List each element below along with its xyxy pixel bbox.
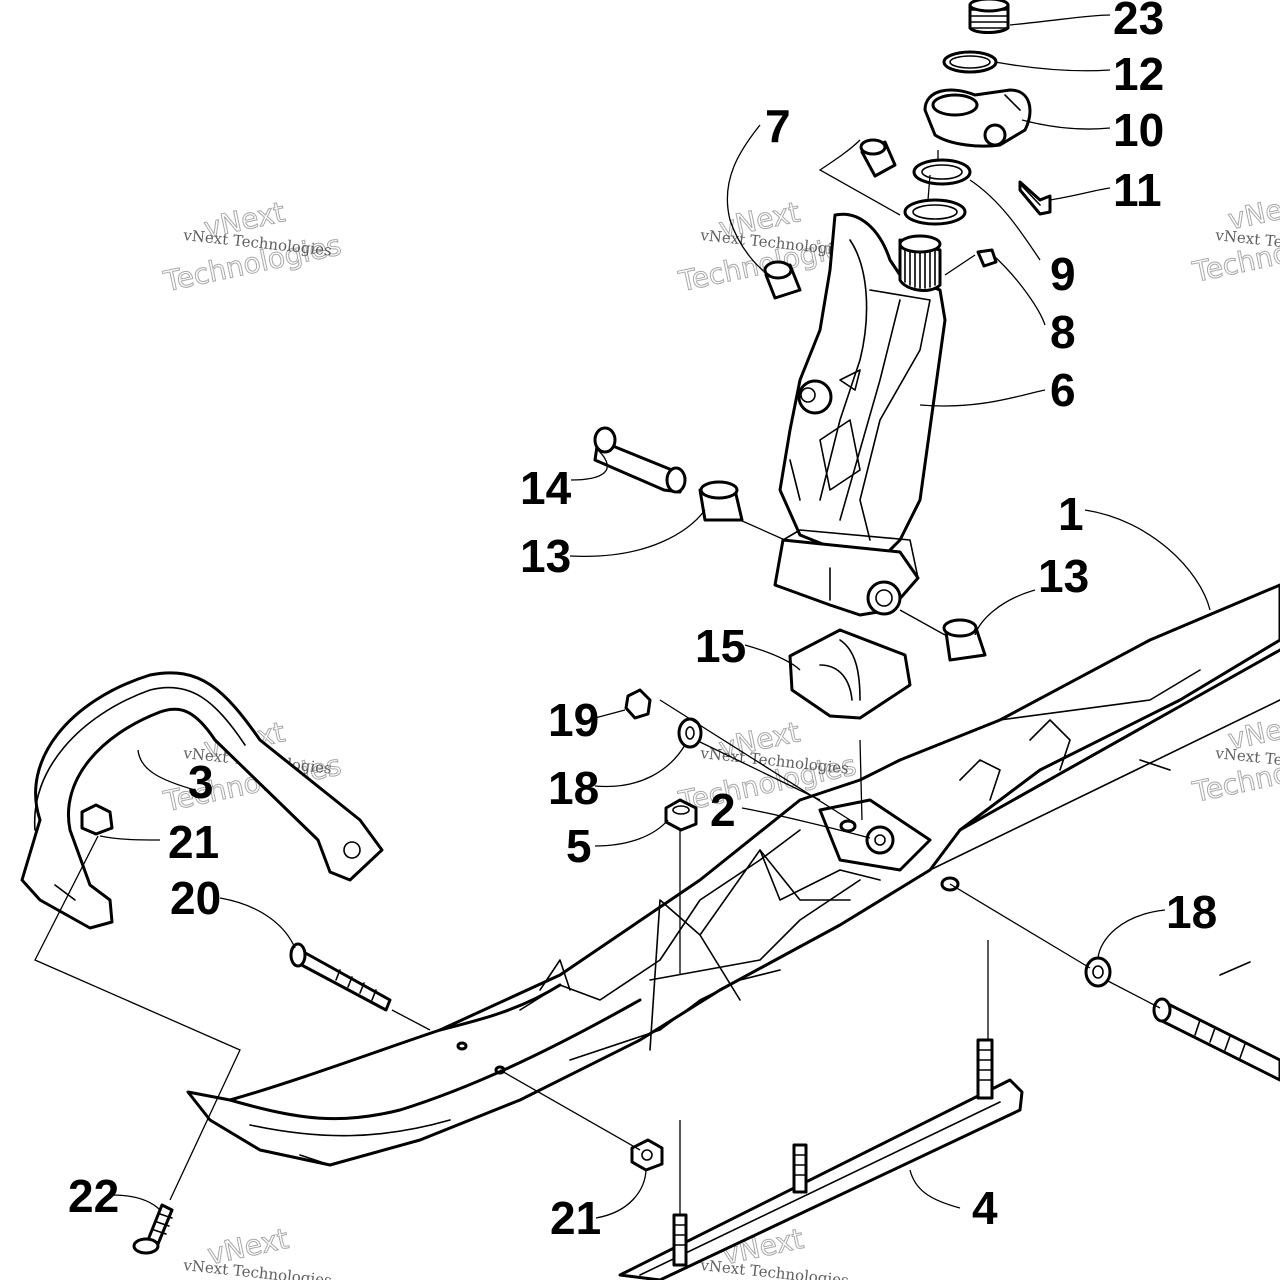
callout-23: 23 [1113, 0, 1164, 44]
callout-11: 11 [1113, 164, 1162, 216]
part-3-loop [20, 671, 384, 930]
part-19-nut [624, 688, 652, 720]
callout-21: 21 [168, 816, 219, 868]
part-8-fitting [976, 248, 998, 268]
part-22-bolt [132, 1203, 174, 1255]
part-20-bolt [289, 942, 392, 1012]
part-9-washers [903, 158, 972, 226]
part-4-wear-bar [618, 1038, 1024, 1280]
callout-12: 12 [1113, 48, 1164, 100]
part-rear-bolt [1152, 961, 1280, 1082]
callout-14: 14 [520, 462, 572, 514]
leader-lines [34, 14, 1211, 1219]
part-2-washer [865, 825, 895, 855]
callout-13: 13 [520, 530, 571, 582]
callout-5: 5 [566, 820, 592, 872]
callout-10: 10 [1113, 104, 1164, 156]
callout-4: 4 [972, 1182, 998, 1234]
callout-7: 7 [765, 100, 791, 152]
part-10-steering-arm [923, 88, 1032, 148]
callout-19: 19 [548, 694, 599, 746]
spline-texture [904, 249, 936, 289]
part-23-spring [968, 0, 1010, 34]
spindle [773, 212, 947, 617]
callout-22: 22 [68, 1170, 119, 1222]
part-21-nut-lower [630, 1138, 664, 1172]
callout-15: 15 [695, 620, 746, 672]
part-11-bolt [1018, 180, 1052, 216]
callout-13: 13 [1038, 550, 1089, 602]
part-12-snap-ring [942, 50, 998, 74]
callout-labels: 23 12 10 11 7 9 8 6 14 13 1 13 15 19 18 … [68, 0, 1217, 1244]
callout-20: 20 [170, 872, 221, 924]
callout-9: 9 [1050, 248, 1076, 300]
callout-6: 6 [1050, 364, 1076, 416]
part-7-bushings [763, 138, 897, 300]
callout-1: 1 [1058, 488, 1084, 540]
part-14-pin [593, 426, 687, 494]
part-5-nut [664, 798, 698, 832]
callout-18: 18 [548, 762, 599, 814]
callout-18: 18 [1166, 886, 1217, 938]
part-21-nut-upper [80, 803, 114, 836]
callout-3: 3 [188, 756, 214, 808]
callout-21: 21 [550, 1192, 601, 1244]
part-15-block [788, 628, 912, 720]
part-13-bushing-left [698, 480, 744, 522]
callout-8: 8 [1050, 306, 1076, 358]
callout-2: 2 [710, 784, 736, 836]
part-18-washer-right [1084, 956, 1112, 988]
